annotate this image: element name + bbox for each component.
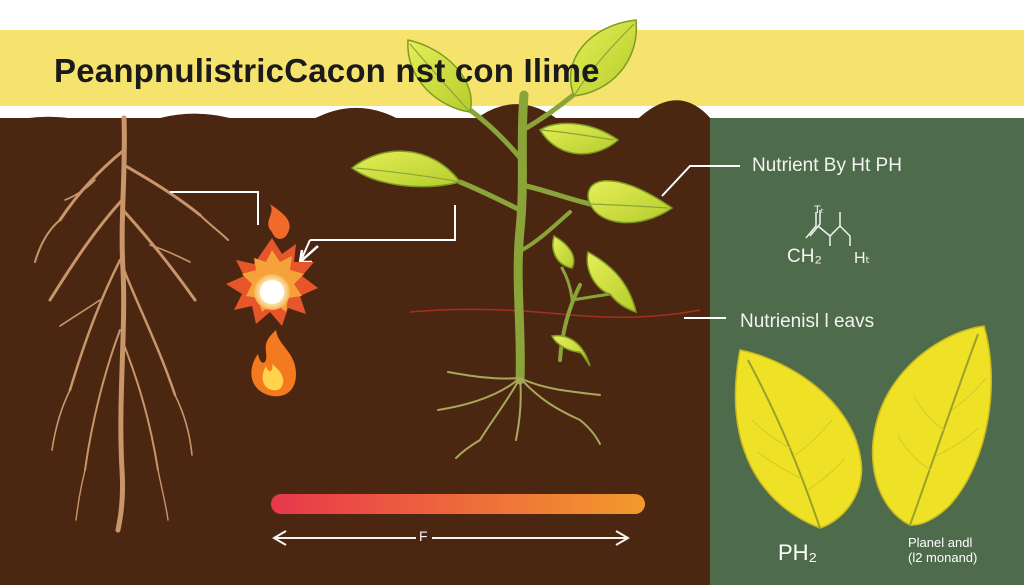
flame-icon xyxy=(251,330,296,397)
sun-burst-icon xyxy=(226,238,318,326)
ph-label: PH₂ xyxy=(778,540,818,565)
connector-plant-fire xyxy=(310,205,456,241)
molecule-icon xyxy=(805,210,851,246)
connector-arrow-stem xyxy=(301,239,311,259)
nutrient-by-ph-label: Nutrient By Ht PH xyxy=(752,155,902,176)
root-system-icon xyxy=(34,115,229,533)
yellow-leaf-right xyxy=(871,325,992,526)
nutrient-leaves-label: Nutrienisl l eavs xyxy=(740,311,875,332)
plant-icon xyxy=(350,19,674,459)
soil-edge xyxy=(0,100,712,136)
planed-label: Planel andl (l2 monand) xyxy=(908,535,977,565)
connector-leaf-label xyxy=(661,165,740,197)
formula-h-label: Hₜ xyxy=(854,250,871,267)
scale-arrow xyxy=(272,530,630,546)
page-title: PeanpnulistricCacon nst con Ilime xyxy=(54,52,600,89)
formula-superscript-label: Tₜ xyxy=(814,204,824,216)
formula-ch2-label: CH₂ xyxy=(787,246,822,267)
scale-marker-label: F xyxy=(419,528,428,544)
connector-root-fire xyxy=(170,191,259,225)
ph-gradient-bar xyxy=(271,494,645,514)
title-band xyxy=(0,30,1024,106)
soil-line xyxy=(409,308,701,318)
planed-label-line2: (l2 monand) xyxy=(908,550,978,565)
planed-label-line1: Planel andl xyxy=(908,535,973,550)
fire-icon xyxy=(268,204,290,239)
yellow-leaf-left xyxy=(734,349,863,529)
top-white-band xyxy=(0,0,1024,30)
